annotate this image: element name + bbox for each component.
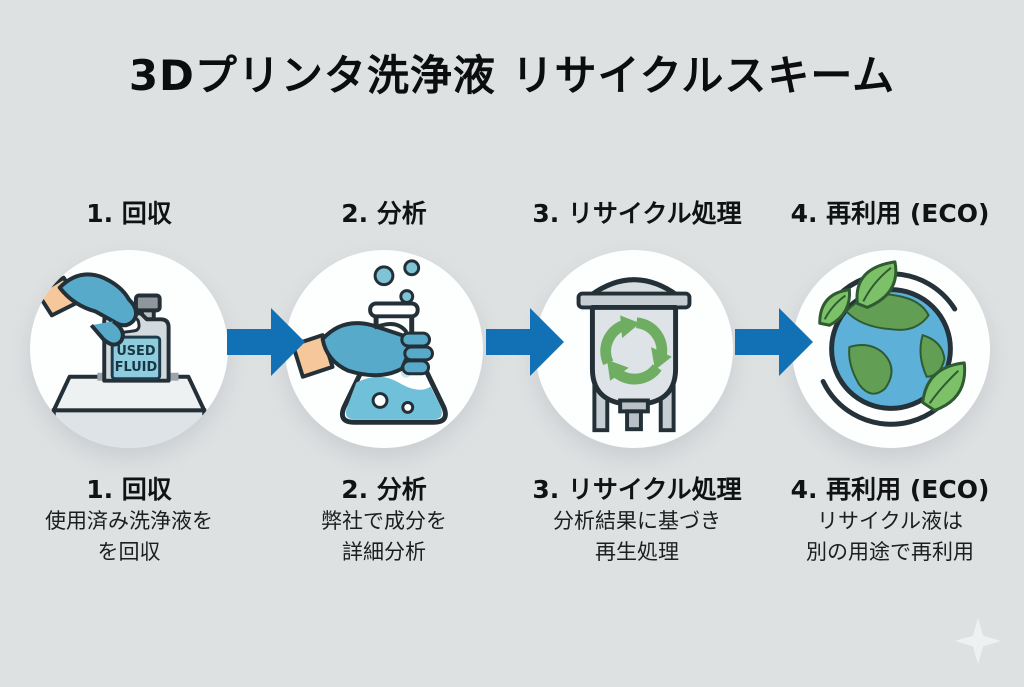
earth-leaves-icon [813, 260, 969, 427]
arrow-right-icon [227, 308, 305, 376]
step-1-top-label: 1. 回収 [86, 199, 172, 228]
used-fluid-collection-icon: USED FLUID [35, 272, 207, 448]
step-2-desc-line2: 詳細分析 [342, 540, 426, 564]
step-1-circle: USED FLUID [30, 250, 228, 448]
step-2-circle [285, 250, 483, 448]
step-1-desc-line2: を回収 [97, 540, 161, 564]
step-4-desc-line2: 別の用途で再利用 [806, 540, 974, 564]
step-3-desc-line2: 再生処理 [595, 540, 679, 564]
step-4-circle [792, 250, 990, 448]
step-3-description: 分析結果に基づき 再生処理 [487, 506, 787, 568]
step-2-heading: 2. 分析 [341, 475, 427, 504]
step-4-desc-line1: リサイクル液は [817, 509, 963, 533]
step-2-desc-line1: 弊社で成分を [321, 509, 447, 533]
sparkle-icon [955, 618, 1001, 664]
recycle-tank-icon [576, 277, 692, 433]
step-4-top-label: 4. 再利用 (ECO) [790, 199, 990, 228]
step-2-description: 弊社で成分を 詳細分析 [234, 506, 534, 568]
step-4-heading: 4. 再利用 (ECO) [790, 475, 990, 504]
step-3-heading: 3. リサイクル処理 [532, 475, 742, 504]
step-3-desc-line1: 分析結果に基づき [553, 509, 721, 533]
step-4-description: リサイクル液は 別の用途で再利用 [740, 506, 1024, 568]
arrow-right-icon [486, 308, 564, 376]
used-fluid-label-line2: FLUID [115, 360, 157, 375]
page-title: 3Dプリンタ洗浄液 リサイクルスキーム [128, 51, 896, 100]
step-1-description: 使用済み洗浄液を を回収 [0, 506, 279, 568]
step-3-top-label: 3. リサイクル処理 [532, 199, 742, 228]
step-1-heading: 1. 回収 [86, 475, 172, 504]
used-fluid-label-line1: USED [116, 344, 155, 359]
arrow-right-icon [735, 308, 813, 376]
step-2-top-label: 2. 分析 [341, 199, 427, 228]
step-1-desc-line1: 使用済み洗浄液を [45, 509, 213, 533]
flask-analysis-icon [290, 259, 448, 425]
step-3-circle [535, 250, 733, 448]
